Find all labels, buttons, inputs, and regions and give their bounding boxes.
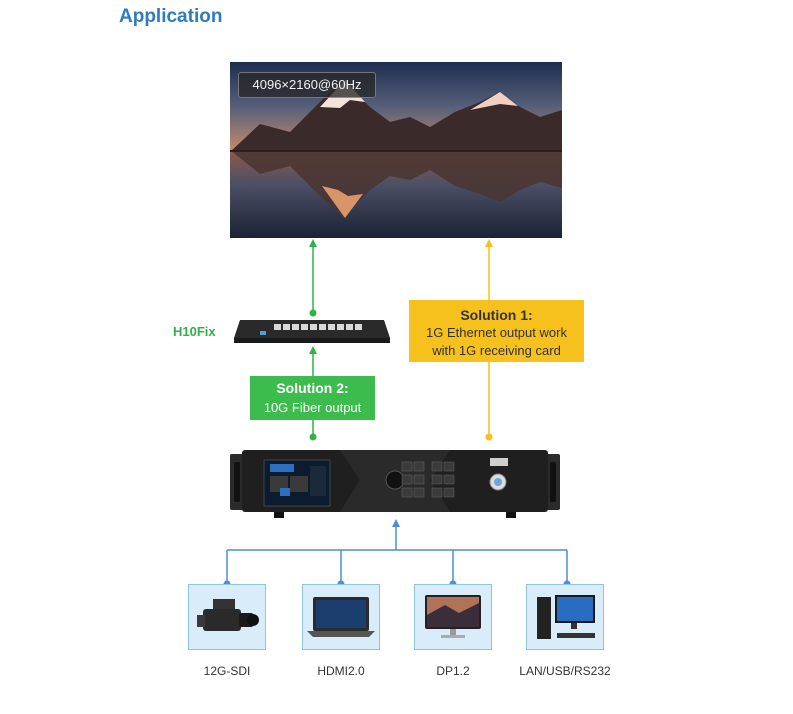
video-processor-device bbox=[230, 450, 560, 518]
source-label-dp: DP1.2 bbox=[436, 664, 470, 678]
led-screen bbox=[230, 62, 562, 238]
yellow-arrow bbox=[485, 239, 493, 247]
solution-1-line1: 1G Ethernet output work bbox=[426, 325, 567, 340]
source-label-lan: LAN/USB/RS232 bbox=[519, 664, 611, 678]
green-arrow-top bbox=[309, 239, 317, 247]
source-box-hdmi bbox=[302, 584, 380, 650]
solution-1-line2: with 1G receiving card bbox=[432, 343, 561, 358]
source-label-sdi: 12G-SDI bbox=[203, 664, 251, 678]
solution-1-box: Solution 1: 1G Ethernet output work with… bbox=[409, 300, 584, 362]
laptop-icon bbox=[307, 597, 375, 637]
blue-arrow bbox=[392, 519, 400, 527]
resolution-badge: 4096×2160@60Hz bbox=[238, 72, 376, 98]
mountain-lake-image bbox=[230, 62, 562, 238]
source-box-dp bbox=[414, 584, 492, 650]
source-box-lan bbox=[526, 584, 604, 650]
solution-2-title: Solution 2: bbox=[276, 380, 349, 396]
camcorder-icon bbox=[197, 599, 259, 631]
yellow-dot bbox=[485, 433, 493, 441]
solution-2-line1: 10G Fiber output bbox=[263, 400, 362, 415]
green-dot-top bbox=[309, 309, 317, 317]
desktop-pc-icon bbox=[537, 595, 595, 639]
solution-2-box: Solution 2: 10G Fiber output bbox=[250, 376, 375, 420]
solution-1-title: Solution 1: bbox=[460, 307, 533, 323]
monitor-icon bbox=[425, 595, 481, 638]
page-title: Application bbox=[119, 6, 223, 27]
green-arrow-bottom bbox=[309, 346, 317, 354]
source-box-sdi bbox=[188, 584, 266, 650]
green-dot-bottom bbox=[309, 433, 317, 441]
h10-label: H10Fix bbox=[173, 324, 216, 339]
source-label-hdmi: HDMI2.0 bbox=[317, 664, 365, 678]
h10-switch-device bbox=[234, 320, 390, 343]
